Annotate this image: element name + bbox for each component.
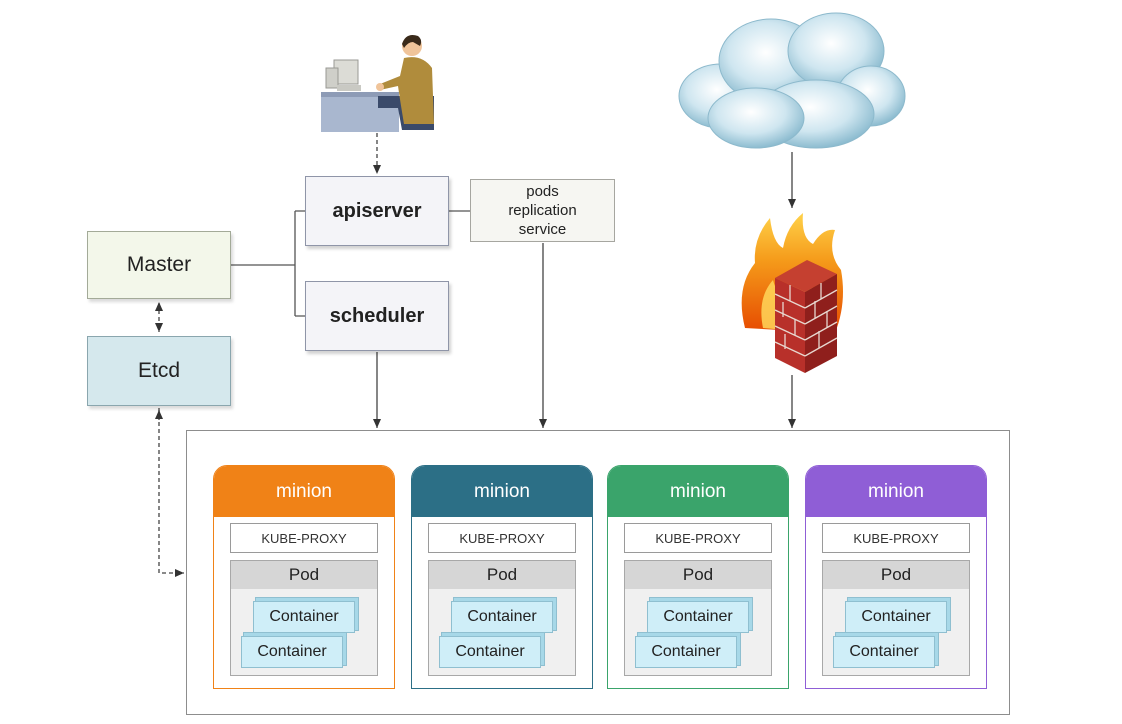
pod-label: Pod bbox=[682, 565, 714, 584]
pod: Pod Container Container bbox=[624, 560, 772, 676]
pod-header: Pod bbox=[625, 561, 771, 589]
container: Container bbox=[647, 601, 749, 633]
scheduler-label: scheduler bbox=[329, 304, 425, 327]
container-label: Container bbox=[849, 643, 919, 660]
service-line: service bbox=[518, 221, 567, 238]
container-label: Container bbox=[467, 608, 537, 625]
pod-header: Pod bbox=[823, 561, 969, 589]
minion-header: minion bbox=[412, 466, 592, 517]
scheduler-box: scheduler bbox=[305, 281, 449, 351]
container: Container bbox=[833, 636, 935, 668]
pod-label: Pod bbox=[288, 565, 320, 584]
master-label: Master bbox=[126, 253, 192, 276]
pod-label: Pod bbox=[486, 565, 518, 584]
container-label: Container bbox=[269, 608, 339, 625]
minion-node: minion KUBE-PROXY Pod Container Containe… bbox=[213, 465, 395, 689]
container-label: Container bbox=[861, 608, 931, 625]
master-connector bbox=[231, 210, 305, 317]
minion-cluster: minion KUBE-PROXY Pod Container Containe… bbox=[186, 430, 1010, 715]
kube-proxy-label: KUBE-PROXY bbox=[853, 530, 939, 546]
etcd-store: Etcd bbox=[87, 336, 231, 406]
pods-line: pods bbox=[526, 183, 559, 200]
pod: Pod Container Container bbox=[822, 560, 970, 676]
kube-proxy: KUBE-PROXY bbox=[428, 523, 576, 553]
pod: Pod Container Container bbox=[230, 560, 378, 676]
minion-node: minion KUBE-PROXY Pod Container Containe… bbox=[607, 465, 789, 689]
container-label: Container bbox=[455, 643, 525, 660]
kube-proxy-label: KUBE-PROXY bbox=[459, 530, 545, 546]
pod-header: Pod bbox=[429, 561, 575, 589]
container: Container bbox=[635, 636, 737, 668]
kube-proxy: KUBE-PROXY bbox=[822, 523, 970, 553]
kube-proxy: KUBE-PROXY bbox=[624, 523, 772, 553]
user-at-computer-icon bbox=[321, 35, 434, 132]
minion-header: minion bbox=[608, 466, 788, 517]
replication-line: replication bbox=[508, 202, 577, 219]
minion-node: minion KUBE-PROXY Pod Container Containe… bbox=[805, 465, 987, 689]
container: Container bbox=[451, 601, 553, 633]
minion-title: minion bbox=[474, 480, 530, 502]
container: Container bbox=[241, 636, 343, 668]
minion-node: minion KUBE-PROXY Pod Container Containe… bbox=[411, 465, 593, 689]
etcd-label: Etcd bbox=[137, 359, 181, 382]
kube-proxy: KUBE-PROXY bbox=[230, 523, 378, 553]
pod-header: Pod bbox=[231, 561, 377, 589]
pod-label: Pod bbox=[880, 565, 912, 584]
apiserver-label: apiserver bbox=[332, 199, 422, 222]
cloud-icon bbox=[678, 12, 906, 149]
kube-proxy-label: KUBE-PROXY bbox=[261, 530, 347, 546]
container: Container bbox=[253, 601, 355, 633]
container-label: Container bbox=[663, 608, 733, 625]
etcd-to-minions-arrow bbox=[158, 408, 184, 577]
pods-replication-service-box: pods replication service bbox=[470, 179, 615, 242]
container: Container bbox=[439, 636, 541, 668]
firewall-icon bbox=[741, 213, 843, 373]
kube-proxy-label: KUBE-PROXY bbox=[655, 530, 741, 546]
apiserver-box: apiserver bbox=[305, 176, 449, 246]
pod: Pod Container Container bbox=[428, 560, 576, 676]
minion-header: minion bbox=[806, 466, 986, 517]
minion-title: minion bbox=[868, 480, 924, 502]
container-label: Container bbox=[257, 643, 327, 660]
master-node: Master bbox=[87, 231, 231, 299]
minion-title: minion bbox=[670, 480, 726, 502]
minion-header: minion bbox=[214, 466, 394, 517]
minion-title: minion bbox=[276, 480, 332, 502]
container: Container bbox=[845, 601, 947, 633]
container-label: Container bbox=[651, 643, 721, 660]
